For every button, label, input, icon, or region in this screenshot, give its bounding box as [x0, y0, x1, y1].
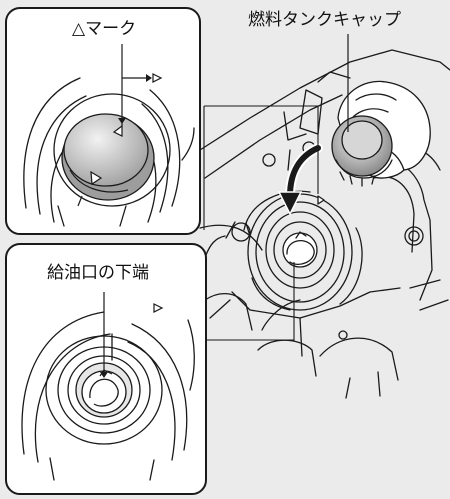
detail-panel-mark	[5, 7, 201, 235]
fuel-cap-label: 燃料タンクキャップ	[248, 10, 401, 30]
detail-panel-filler-neck	[5, 243, 207, 495]
triangle-mark-icon	[90, 170, 103, 186]
triangle-mark-icon	[112, 124, 123, 137]
filler-neck-lower-edge-label: 給油口の下端	[47, 263, 149, 283]
triangle-mark-icon	[153, 303, 164, 313]
callout-connector-lines	[203, 105, 319, 341]
mark-label: △マーク	[72, 19, 137, 39]
triangle-mark-icon	[152, 73, 163, 83]
hand-with-fuel-cap	[331, 80, 431, 187]
curved-arrow-icon	[277, 143, 323, 216]
